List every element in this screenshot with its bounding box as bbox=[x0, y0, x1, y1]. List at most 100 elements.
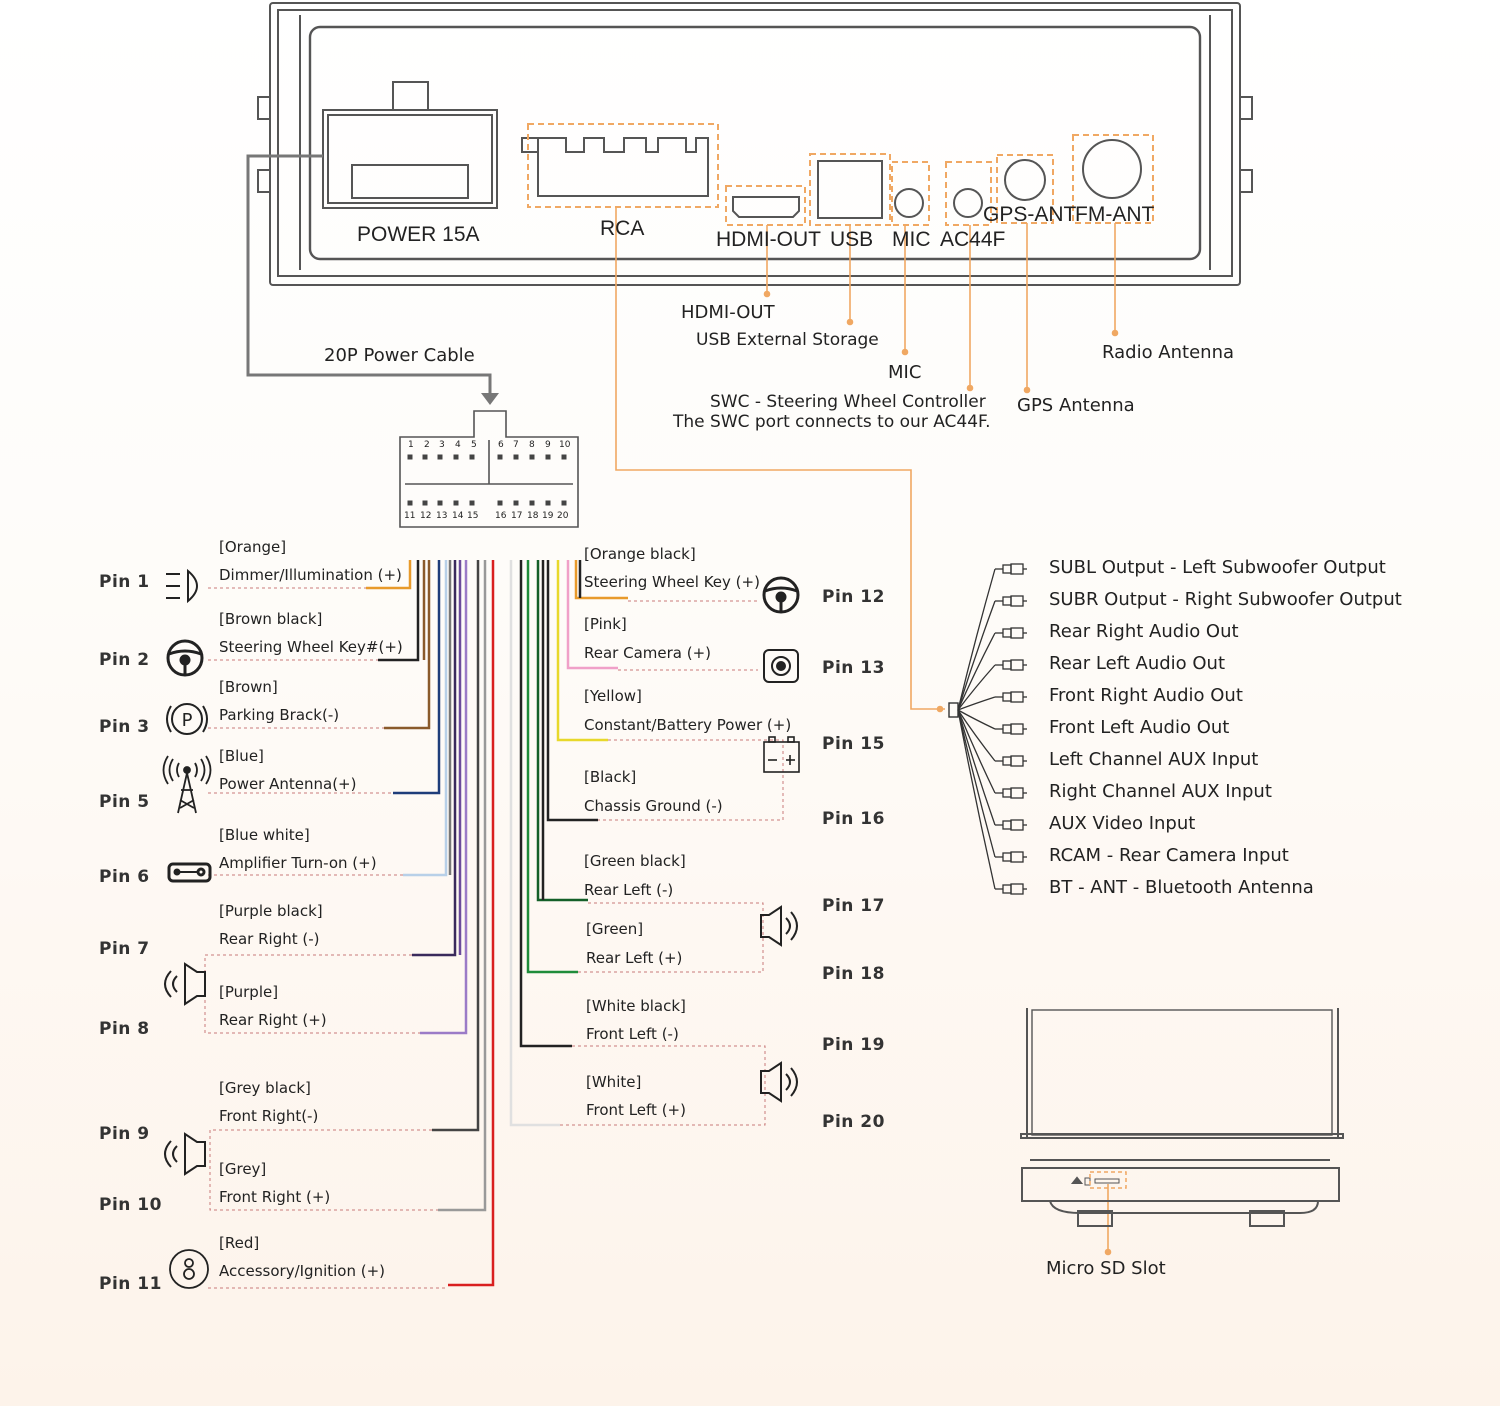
rca-output-label: Rear Left Audio Out bbox=[1049, 653, 1226, 674]
pin-label: Pin 2 bbox=[99, 650, 150, 670]
pin-dot bbox=[437, 454, 443, 460]
wire-color-label: [Blue] bbox=[219, 747, 264, 765]
pin-label: Pin 8 bbox=[99, 1019, 150, 1039]
wire-color-label: [White] bbox=[586, 1073, 642, 1091]
rca-output-label: AUX Video Input bbox=[1049, 813, 1196, 834]
wire-function-label: Dimmer/Illumination (+) bbox=[219, 566, 402, 584]
wire-function-label: Front Right(-) bbox=[219, 1107, 319, 1125]
steering-wheel-icon bbox=[762, 576, 800, 614]
wire-function-label: Front Left (-) bbox=[586, 1025, 679, 1043]
amplifier-icon bbox=[167, 862, 212, 883]
rca-lead bbox=[957, 632, 996, 711]
wire-function-label: Amplifier Turn-on (+) bbox=[219, 854, 377, 872]
rca-plug-icon bbox=[995, 723, 1027, 735]
pin-label: Pin 12 bbox=[822, 587, 885, 607]
power-connector bbox=[399, 410, 579, 528]
rca-plug-icon bbox=[995, 691, 1027, 703]
pin-number: 20 bbox=[557, 511, 569, 521]
pin-dot bbox=[561, 500, 567, 506]
rca-lead bbox=[957, 709, 996, 890]
rca-output-label: BT - ANT - Bluetooth Antenna bbox=[1049, 877, 1314, 898]
rca-lead bbox=[957, 568, 996, 711]
pin-dot bbox=[529, 454, 535, 460]
callout-hdmi: HDMI-OUT bbox=[681, 302, 775, 323]
wire-color-label: [Black] bbox=[584, 768, 637, 786]
pin-number: 10 bbox=[559, 440, 571, 450]
pin-dot bbox=[513, 500, 519, 506]
wire-function-label: Constant/Battery Power (+) bbox=[584, 716, 792, 734]
wire-color-label: [Brown] bbox=[219, 678, 278, 696]
pin-dot bbox=[497, 454, 503, 460]
rca-lead bbox=[957, 664, 996, 711]
pin-number: 6 bbox=[498, 440, 504, 450]
svg-text:P: P bbox=[182, 710, 193, 731]
parking-brake-icon: P bbox=[166, 703, 208, 735]
port-label-hdmi: HDMI-OUT bbox=[716, 228, 821, 251]
rca-plug-icon bbox=[995, 883, 1027, 895]
wire-color-label: [Red] bbox=[219, 1234, 260, 1252]
rca-output-label: SUBL Output - Left Subwoofer Output bbox=[1049, 557, 1386, 578]
callout-swc: SWC - Steering Wheel Controller bbox=[710, 392, 986, 412]
rca-plug-icon bbox=[995, 595, 1027, 607]
rca-output-label: RCAM - Rear Camera Input bbox=[1049, 845, 1289, 866]
pin-label: Pin 1 bbox=[99, 572, 150, 592]
callout-power-cable: 20P Power Cable bbox=[324, 345, 475, 366]
rca-output-label: Front Right Audio Out bbox=[1049, 685, 1243, 706]
wire-function-label: Parking Brack(-) bbox=[219, 706, 340, 724]
pin-number: 16 bbox=[495, 511, 507, 521]
pin-dot bbox=[561, 454, 567, 460]
sd-slot-label: Micro SD Slot bbox=[1046, 1258, 1166, 1279]
rca-plug-icon bbox=[995, 851, 1027, 863]
callout-lines bbox=[615, 207, 1119, 1256]
port-label-gps: GPS-ANT bbox=[983, 203, 1077, 226]
wire-color-label: [Green] bbox=[586, 920, 644, 938]
pin-number: 2 bbox=[424, 440, 430, 450]
port-label-rca: RCA bbox=[600, 217, 645, 240]
port-highlights bbox=[527, 123, 1154, 226]
pin-number: 9 bbox=[545, 440, 551, 450]
wire-function-label: Steering Wheel Key#(+) bbox=[219, 638, 403, 656]
port-label-ac44f: AC44F bbox=[940, 228, 1006, 251]
callout-mic: MIC bbox=[888, 362, 922, 383]
pin-dot bbox=[497, 500, 503, 506]
wire-function-label: Rear Left (+) bbox=[586, 949, 683, 967]
rca-output-label: Front Left Audio Out bbox=[1049, 717, 1230, 738]
pin-number: 4 bbox=[455, 440, 461, 450]
pin-number: 17 bbox=[511, 511, 523, 521]
wire-function-label: Front Left (+) bbox=[586, 1101, 686, 1119]
wire-color-label: [Purple black] bbox=[219, 902, 323, 920]
wire-color-label: [Brown black] bbox=[219, 610, 323, 628]
speaker-icon bbox=[760, 1061, 798, 1103]
rca-lead bbox=[957, 709, 996, 762]
rca-plug-icon bbox=[995, 627, 1027, 639]
power-cable-route bbox=[246, 154, 499, 405]
rca-plug-icon bbox=[995, 787, 1027, 799]
pin-label: Pin 20 bbox=[822, 1112, 885, 1132]
pin-label: Pin 16 bbox=[822, 809, 885, 829]
port-label-power: POWER 15A bbox=[357, 223, 480, 246]
right-wire-bundle bbox=[509, 560, 628, 1127]
port-label-usb: USB bbox=[830, 228, 874, 251]
wire-function-label: Power Antenna(+) bbox=[219, 775, 357, 793]
wire-function-label: Chassis Ground (-) bbox=[584, 797, 723, 815]
pin-label: Pin 13 bbox=[822, 658, 885, 678]
pin-label: Pin 3 bbox=[99, 717, 150, 737]
rca-plug-icon bbox=[995, 659, 1027, 671]
rca-lead bbox=[957, 709, 996, 858]
pin-dot bbox=[545, 454, 551, 460]
pin-label: Pin 5 bbox=[99, 792, 150, 812]
wire-function-label: Rear Left (-) bbox=[584, 881, 674, 899]
wire-color-label: [Purple] bbox=[219, 983, 279, 1001]
speaker-icon bbox=[164, 962, 206, 1006]
wire-color-label: [Orange black] bbox=[584, 545, 696, 563]
headlight-icon bbox=[166, 568, 198, 604]
pin-number: 5 bbox=[471, 440, 477, 450]
speaker-icon bbox=[760, 905, 798, 947]
pin-label: Pin 6 bbox=[99, 867, 150, 887]
pin-dot bbox=[422, 454, 428, 460]
rca-plug-icon bbox=[995, 819, 1027, 831]
wire-color-label: [Blue white] bbox=[219, 826, 310, 844]
pin-dot bbox=[529, 500, 535, 506]
pin-number: 14 bbox=[452, 511, 464, 521]
